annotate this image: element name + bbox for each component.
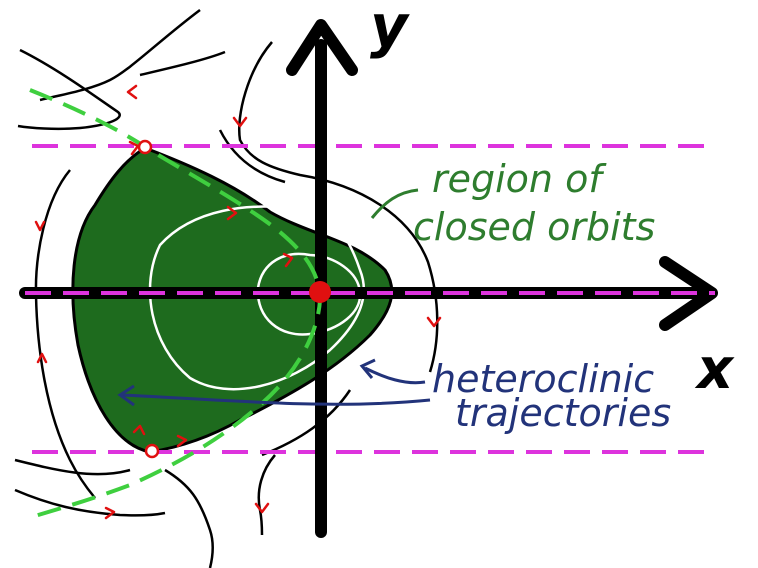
trajectory-top-center [139,50,226,77]
region-label-line1: region of [432,157,607,201]
trajectory-top-left-2 [39,9,201,102]
arrow-9 [132,424,146,436]
hetero-arrowhead-2 [117,384,135,407]
trajectory-bottom-left-2 [14,488,166,517]
hetero-arrowhead-1 [359,358,376,379]
arrow-4 [226,205,238,221]
saddle-point-bottom [144,443,160,459]
hetero-leader-line-1 [364,366,426,385]
closed-orbits [148,205,365,391]
arrow-3 [128,140,140,156]
closed-orbit-region [71,146,394,454]
hetero-leader-line-2 [121,393,431,406]
arrow-8 [426,316,442,328]
arrow-1 [126,84,138,100]
trajectory-bottom-left [14,458,131,476]
direction-arrows [34,84,442,520]
trajectory-top-left-1 [17,48,121,131]
arrow-6 [34,220,46,232]
arrow-7 [36,352,48,364]
arrow-12 [254,502,270,514]
center-fixed-point [309,281,331,303]
arrow-5 [282,252,294,268]
arrow-2 [232,116,248,128]
closed-orbit-outer [148,205,365,391]
trajectory-top-mid [218,129,286,184]
region-leader-line [370,188,419,219]
closed-orbit-inner [256,252,362,336]
y-axis-arrowhead [286,19,358,76]
hetero-label-line1: heteroclinic [432,357,654,401]
arrow-11 [104,506,116,520]
trajectory-bottom-center [164,468,214,568]
region-label-line2: closed orbits [413,205,655,249]
y-axis-label: y [370,0,410,60]
saddle-point-top [137,139,153,155]
arrow-10 [176,434,188,448]
trajectory-bottom-right [257,454,276,536]
trajectory-left-outer [34,169,96,499]
hetero-label-line2: trajectories [455,391,671,435]
x-axis-label: x [694,337,735,402]
